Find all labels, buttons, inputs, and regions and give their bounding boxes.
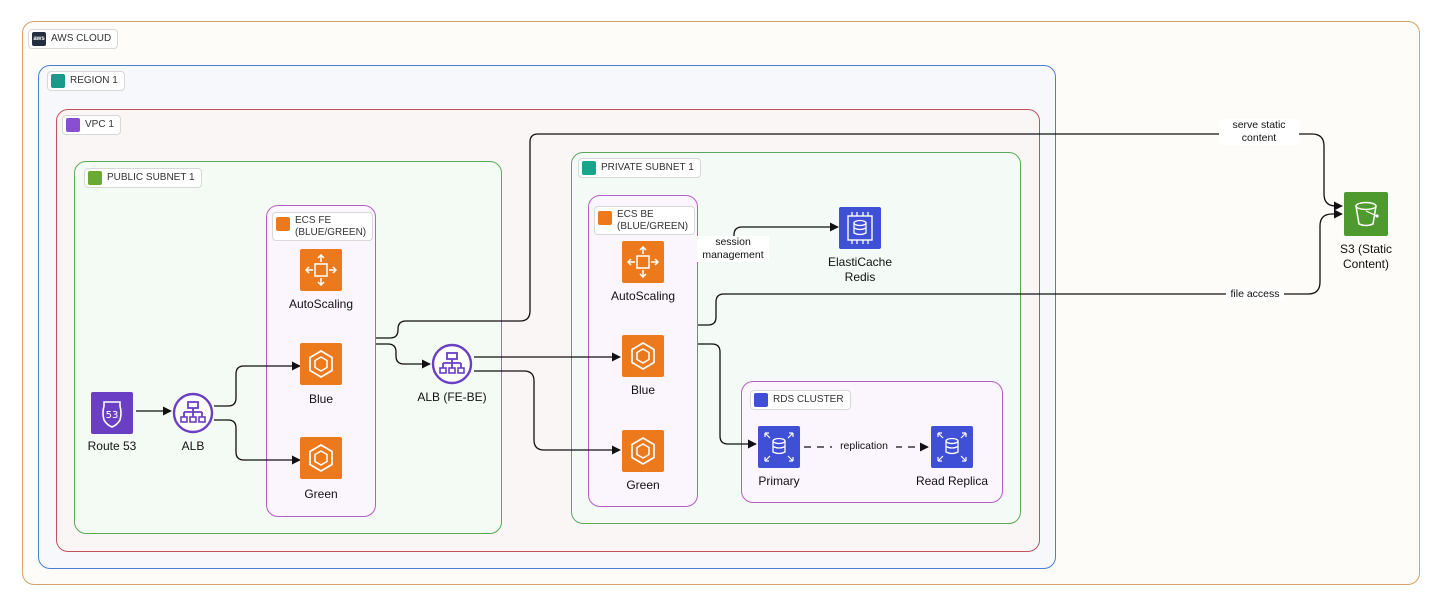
public-subnet-tag: PUBLIC SUBNET 1: [84, 168, 202, 188]
ecs-icon: [598, 211, 612, 225]
private-subnet-label: PRIVATE SUBNET 1: [601, 162, 694, 174]
fe-autoscaling-icon[interactable]: [300, 249, 342, 291]
edge-ecsbe-rds-primary: [698, 343, 757, 449]
lock-icon: [88, 171, 102, 185]
rds-cluster-label: RDS CLUSTER: [773, 394, 844, 406]
edge-label-serve-static: serve static content: [1219, 119, 1299, 145]
be-green-icon[interactable]: [622, 430, 664, 472]
aws-cloud-label: AWS CLOUD: [51, 33, 112, 45]
rds-primary-label: Primary: [758, 474, 800, 488]
fe-green-icon[interactable]: [300, 437, 342, 479]
s3-label: S3 (Static Content): [1339, 242, 1393, 271]
elasticache-icon[interactable]: [839, 207, 881, 249]
rds-cluster-tag: RDS CLUSTER: [750, 390, 851, 410]
be-blue-icon[interactable]: [622, 335, 664, 377]
fe-blue-label: Blue: [308, 392, 334, 406]
fe-autoscaling-label: AutoScaling: [288, 297, 354, 311]
route53-label: Route 53: [87, 439, 137, 453]
rds-icon: [754, 393, 768, 407]
ecs-icon: [276, 217, 290, 231]
edge-label-file-access: file access: [1226, 288, 1284, 301]
edge-ecsfe-s3-serve-static: [376, 133, 1343, 339]
ecs-be-label: ECS BE (BLUE/GREEN): [617, 209, 689, 232]
elasticache-label: ElastiCache Redis: [827, 255, 893, 284]
be-autoscaling-icon[interactable]: [622, 241, 664, 283]
vpc-label: VPC 1: [85, 119, 114, 131]
rds-read-replica-label: Read Replica: [915, 474, 989, 488]
fe-blue-icon[interactable]: [300, 343, 342, 385]
edge-alb-fe-blue: [214, 361, 301, 407]
alb-fe-be-label: ALB (FE-BE): [417, 390, 487, 404]
edge-alb-fe-green: [214, 419, 301, 465]
s3-bucket-icon[interactable]: [1344, 192, 1388, 236]
rds-primary-icon[interactable]: [758, 426, 800, 468]
vpc-icon: [66, 118, 80, 132]
be-blue-label: Blue: [630, 383, 656, 397]
ecs-be-tag: ECS BE (BLUE/GREEN): [594, 206, 696, 235]
private-subnet-tag: PRIVATE SUBNET 1: [578, 158, 701, 178]
aws-cloud-tag: aws AWS CLOUD: [28, 29, 119, 49]
public-subnet-label: PUBLIC SUBNET 1: [107, 172, 195, 184]
be-autoscaling-label: AutoScaling: [610, 289, 676, 303]
edge-label-replication: replication: [832, 440, 896, 453]
ecs-fe-label: ECS FE (BLUE/GREEN): [295, 215, 367, 238]
region-tag: REGION 1: [47, 71, 125, 91]
edge-ecsfe-alb-fe-be: [376, 343, 431, 369]
region-label: REGION 1: [70, 75, 118, 87]
alb-fe-be-icon[interactable]: [431, 343, 473, 385]
edge-ecsbe-s3-file-access: [698, 209, 1343, 326]
fe-green-label: Green: [304, 487, 338, 501]
aws-logo-icon: aws: [32, 32, 46, 46]
rds-read-replica-icon[interactable]: [931, 426, 973, 468]
route53-icon[interactable]: 53: [91, 392, 133, 434]
edge-label-session: session management: [697, 236, 769, 262]
be-green-label: Green: [626, 478, 660, 492]
lock-icon: [582, 161, 596, 175]
flag-icon: [51, 74, 65, 88]
svg-text:53: 53: [106, 410, 119, 421]
ecs-fe-tag: ECS FE (BLUE/GREEN): [272, 212, 374, 241]
alb-icon[interactable]: [172, 392, 214, 434]
alb-label: ALB: [181, 439, 205, 453]
edge-alb-fe-be-be-green: [474, 370, 621, 455]
vpc-tag: VPC 1: [62, 115, 121, 135]
